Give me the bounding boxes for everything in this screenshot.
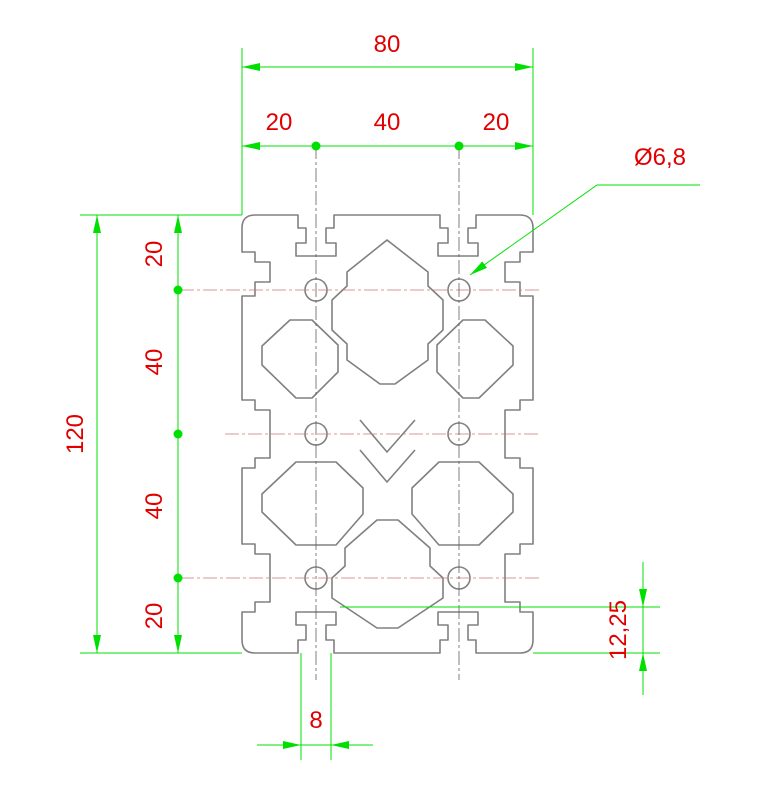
dim-text-slot-width: 8	[309, 707, 322, 734]
dim-point-row-2	[173, 429, 183, 439]
dim-point-row-1	[173, 285, 183, 295]
dim-point-col-1	[311, 141, 321, 151]
dim-text-hole-spacing-y-upper: 40	[141, 349, 168, 376]
cavity-lower-right	[411, 461, 514, 546]
dim-text-hole-spacing-x: 40	[374, 109, 401, 136]
cavity-middle-web	[359, 419, 416, 453]
dim-text-right-offset: 20	[483, 109, 510, 136]
dim-text-overall-height: 120	[62, 414, 89, 454]
dim-point-row-3	[173, 573, 183, 583]
dimension-texts: 80 20 40 20 Ø6,8 120 20 40 40 20 12,25 8	[62, 31, 686, 734]
cavity-bottom-center	[331, 519, 444, 629]
cavity-middle-web-2	[359, 449, 416, 483]
dim-text-left-offset: 20	[266, 109, 293, 136]
cavity-lower-left	[261, 461, 364, 546]
cavity-upper-left	[261, 319, 339, 399]
dim-point-col-2	[454, 141, 464, 151]
center-lines	[180, 145, 540, 680]
cavity-upper-diamond	[331, 239, 444, 385]
dim-text-slot-depth: 12,25	[605, 600, 632, 660]
dim-text-hole-spacing-y-lower: 40	[141, 493, 168, 520]
cavity-upper-right	[436, 319, 514, 399]
dim-text-bottom-offset: 20	[141, 603, 168, 630]
dim-text-top-offset: 20	[141, 241, 168, 268]
dimension-lines	[80, 48, 700, 760]
dim-text-hole-diameter: Ø6,8	[634, 144, 686, 171]
profile-outer-edge	[241, 214, 534, 654]
dim-text-overall-width: 80	[374, 31, 401, 58]
leader-hole-diameter	[469, 184, 700, 276]
